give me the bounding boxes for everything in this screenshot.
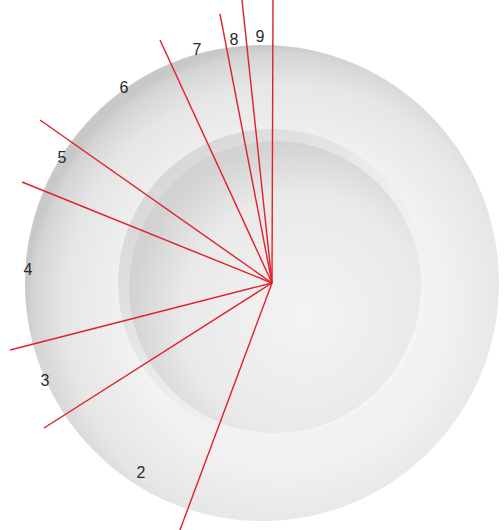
- sector-line: [10, 283, 272, 350]
- sector-number: 4: [24, 261, 33, 279]
- sector-line: [22, 182, 272, 283]
- sector-number: 8: [230, 31, 239, 49]
- sector-line: [220, 14, 272, 283]
- sector-line: [180, 283, 272, 530]
- sector-number: 3: [41, 372, 50, 390]
- sector-lines: [10, 0, 273, 530]
- sector-line: [44, 283, 272, 428]
- sector-line: [242, 0, 272, 283]
- sector-number: 7: [193, 41, 202, 59]
- plate-well: [129, 141, 421, 433]
- plate: [25, 45, 499, 521]
- sector-number: 2: [137, 464, 146, 482]
- sector-number: 5: [58, 149, 67, 167]
- sector-number: 9: [256, 28, 265, 46]
- sector-line: [40, 120, 272, 283]
- sector-line: [160, 40, 272, 283]
- plate-rim: [25, 45, 499, 521]
- sector-line: [272, 0, 273, 283]
- sector-number: 6: [120, 79, 129, 97]
